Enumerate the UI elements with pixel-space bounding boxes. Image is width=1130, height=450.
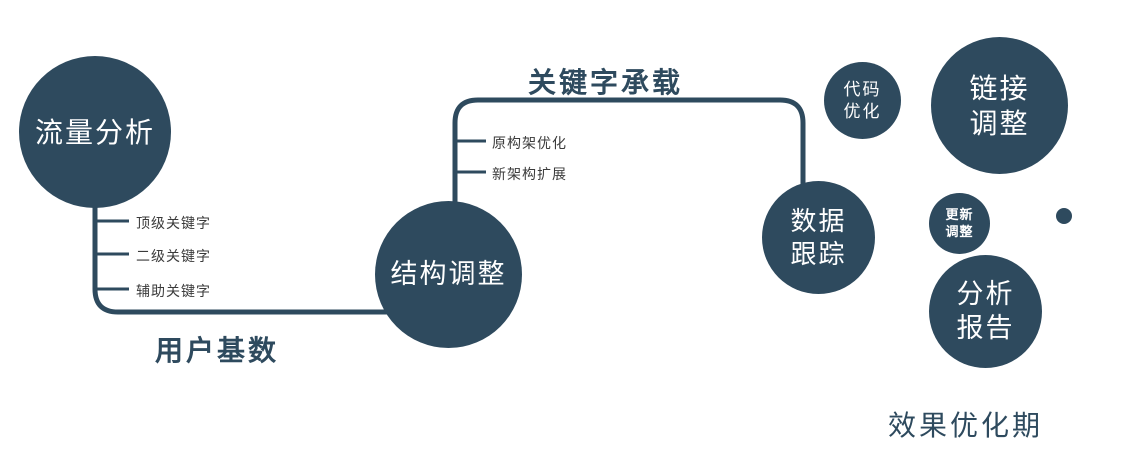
node-data-tracking-line2: 跟踪 bbox=[790, 238, 847, 269]
node-update-adjustment-line1: 更新 bbox=[945, 207, 974, 223]
node-traffic-analysis: 流量分析 bbox=[19, 56, 171, 208]
connector-structure-to-tracking bbox=[452, 97, 806, 210]
node-data-tracking: 数据 跟踪 bbox=[762, 181, 875, 294]
node-code-optimization-line2: 优化 bbox=[843, 101, 882, 121]
node-update-adjustment: 更新 调整 bbox=[929, 193, 990, 254]
node-structure-adjust-label: 结构调整 bbox=[390, 258, 507, 289]
branch-label-arch-expand: 新架构扩展 bbox=[492, 166, 567, 182]
branch-label-arch-optimize: 原构架优化 bbox=[492, 135, 567, 151]
node-code-optimization: 代码 优化 bbox=[824, 62, 901, 139]
branch-label-auxiliary-keyword: 辅助关键字 bbox=[136, 283, 211, 299]
branch-label-top-keyword: 顶级关键字 bbox=[136, 215, 211, 231]
branch-label-secondary-keyword: 二级关键字 bbox=[136, 248, 211, 264]
node-analysis-report-line1: 分析 bbox=[956, 278, 1015, 309]
node-data-tracking-line1: 数据 bbox=[790, 206, 847, 236]
node-link-adjustment-line1: 链接 bbox=[969, 72, 1030, 104]
caption-effect-optimization-period: 效果优化期 bbox=[888, 410, 1044, 441]
edge-label-user-base: 用户基数 bbox=[155, 335, 280, 366]
node-analysis-report: 分析 报告 bbox=[929, 255, 1042, 368]
node-code-optimization-line1: 代码 bbox=[843, 80, 882, 100]
node-update-adjustment-line2: 调整 bbox=[945, 223, 974, 239]
node-structure-adjust: 结构调整 bbox=[375, 201, 522, 348]
small-dot-marker bbox=[1056, 208, 1072, 224]
node-traffic-analysis-label: 流量分析 bbox=[34, 116, 155, 148]
node-analysis-report-line2: 报告 bbox=[956, 312, 1015, 343]
edge-label-keyword-carry: 关键字承载 bbox=[528, 67, 684, 98]
node-link-adjustment: 链接 调整 bbox=[931, 37, 1068, 174]
node-link-adjustment-line2: 调整 bbox=[969, 107, 1030, 139]
